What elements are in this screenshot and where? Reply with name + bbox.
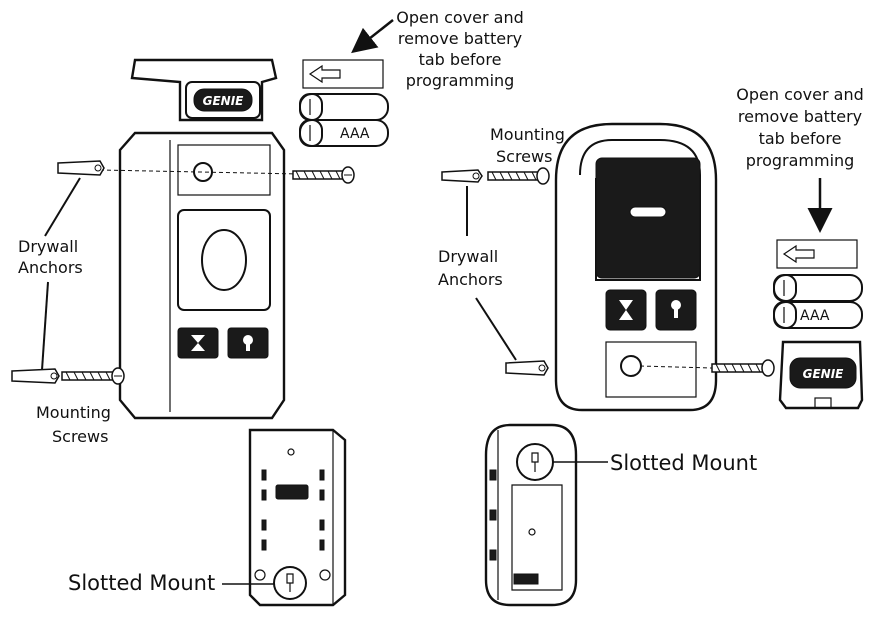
right-brand-logo: GENIE	[803, 367, 845, 381]
right-drywall-label-2: Anchors	[438, 270, 503, 289]
left-callout-arrow	[351, 19, 394, 54]
left-battery-bottom: AAA	[299, 119, 389, 147]
left-drywall-label-2: Anchors	[18, 258, 83, 277]
right-callout-line-2: remove battery	[738, 107, 862, 126]
right-top-drywall-anchor	[441, 169, 483, 183]
left-callout-line-4: programming	[406, 71, 515, 90]
right-callout-line-3: tab before	[759, 129, 842, 148]
left-mounting-label-2: Screws	[52, 427, 108, 446]
right-drywall-label-1: Drywall	[438, 247, 498, 266]
right-anchor-leader-bottom	[475, 297, 517, 361]
left-mounting-label-1: Mounting	[36, 403, 111, 422]
right-bottom-drywall-anchor	[505, 360, 549, 376]
left-assembly: Open cover and remove battery tab before…	[11, 8, 524, 607]
right-hourglass-button	[605, 289, 647, 331]
right-callout-line-1: Open cover and	[736, 85, 863, 104]
right-battery-bottom: AAA	[773, 301, 863, 329]
right-battery-top	[773, 274, 863, 302]
left-battery-top	[299, 93, 389, 121]
left-battery-cover: GENIE	[130, 58, 278, 122]
left-anchor-leader-top	[44, 177, 81, 237]
left-battery-label: AAA	[340, 126, 370, 142]
left-anchor-leader-bottom	[41, 281, 49, 371]
left-device-body	[118, 131, 286, 420]
right-callout-line-4: programming	[746, 151, 855, 170]
right-battery-cover: GENIE	[778, 340, 864, 410]
left-top-guide	[99, 169, 301, 175]
left-brand-logo: GENIE	[203, 94, 245, 108]
right-bottom-screw	[711, 359, 775, 377]
right-slotted-mount-label: Slotted Mount	[610, 451, 757, 475]
left-callout-line-2: remove battery	[398, 29, 522, 48]
left-bottom-screw	[61, 367, 125, 385]
right-assembly: Open cover and remove battery tab before…	[438, 85, 864, 607]
right-mounting-label-2: Screws	[496, 147, 552, 166]
right-device-body	[554, 122, 718, 412]
left-battery-tab	[302, 59, 384, 89]
left-bottom-drywall-anchor	[11, 368, 60, 384]
left-callout-line-1: Open cover and	[396, 8, 523, 27]
left-slotted-mount-label: Slotted Mount	[68, 571, 215, 595]
right-mounting-label-1: Mounting	[490, 125, 565, 144]
right-battery-label: AAA	[800, 308, 830, 324]
right-back-plate	[484, 423, 578, 607]
right-battery-tab	[776, 239, 858, 269]
left-hourglass-button	[177, 327, 219, 359]
left-callout-line-3: tab before	[419, 50, 502, 69]
right-top-screw	[487, 167, 550, 185]
left-top-drywall-anchor	[57, 160, 105, 176]
left-drywall-label-1: Drywall	[18, 237, 78, 256]
left-back-plate	[248, 428, 347, 607]
left-top-screw	[292, 166, 355, 184]
